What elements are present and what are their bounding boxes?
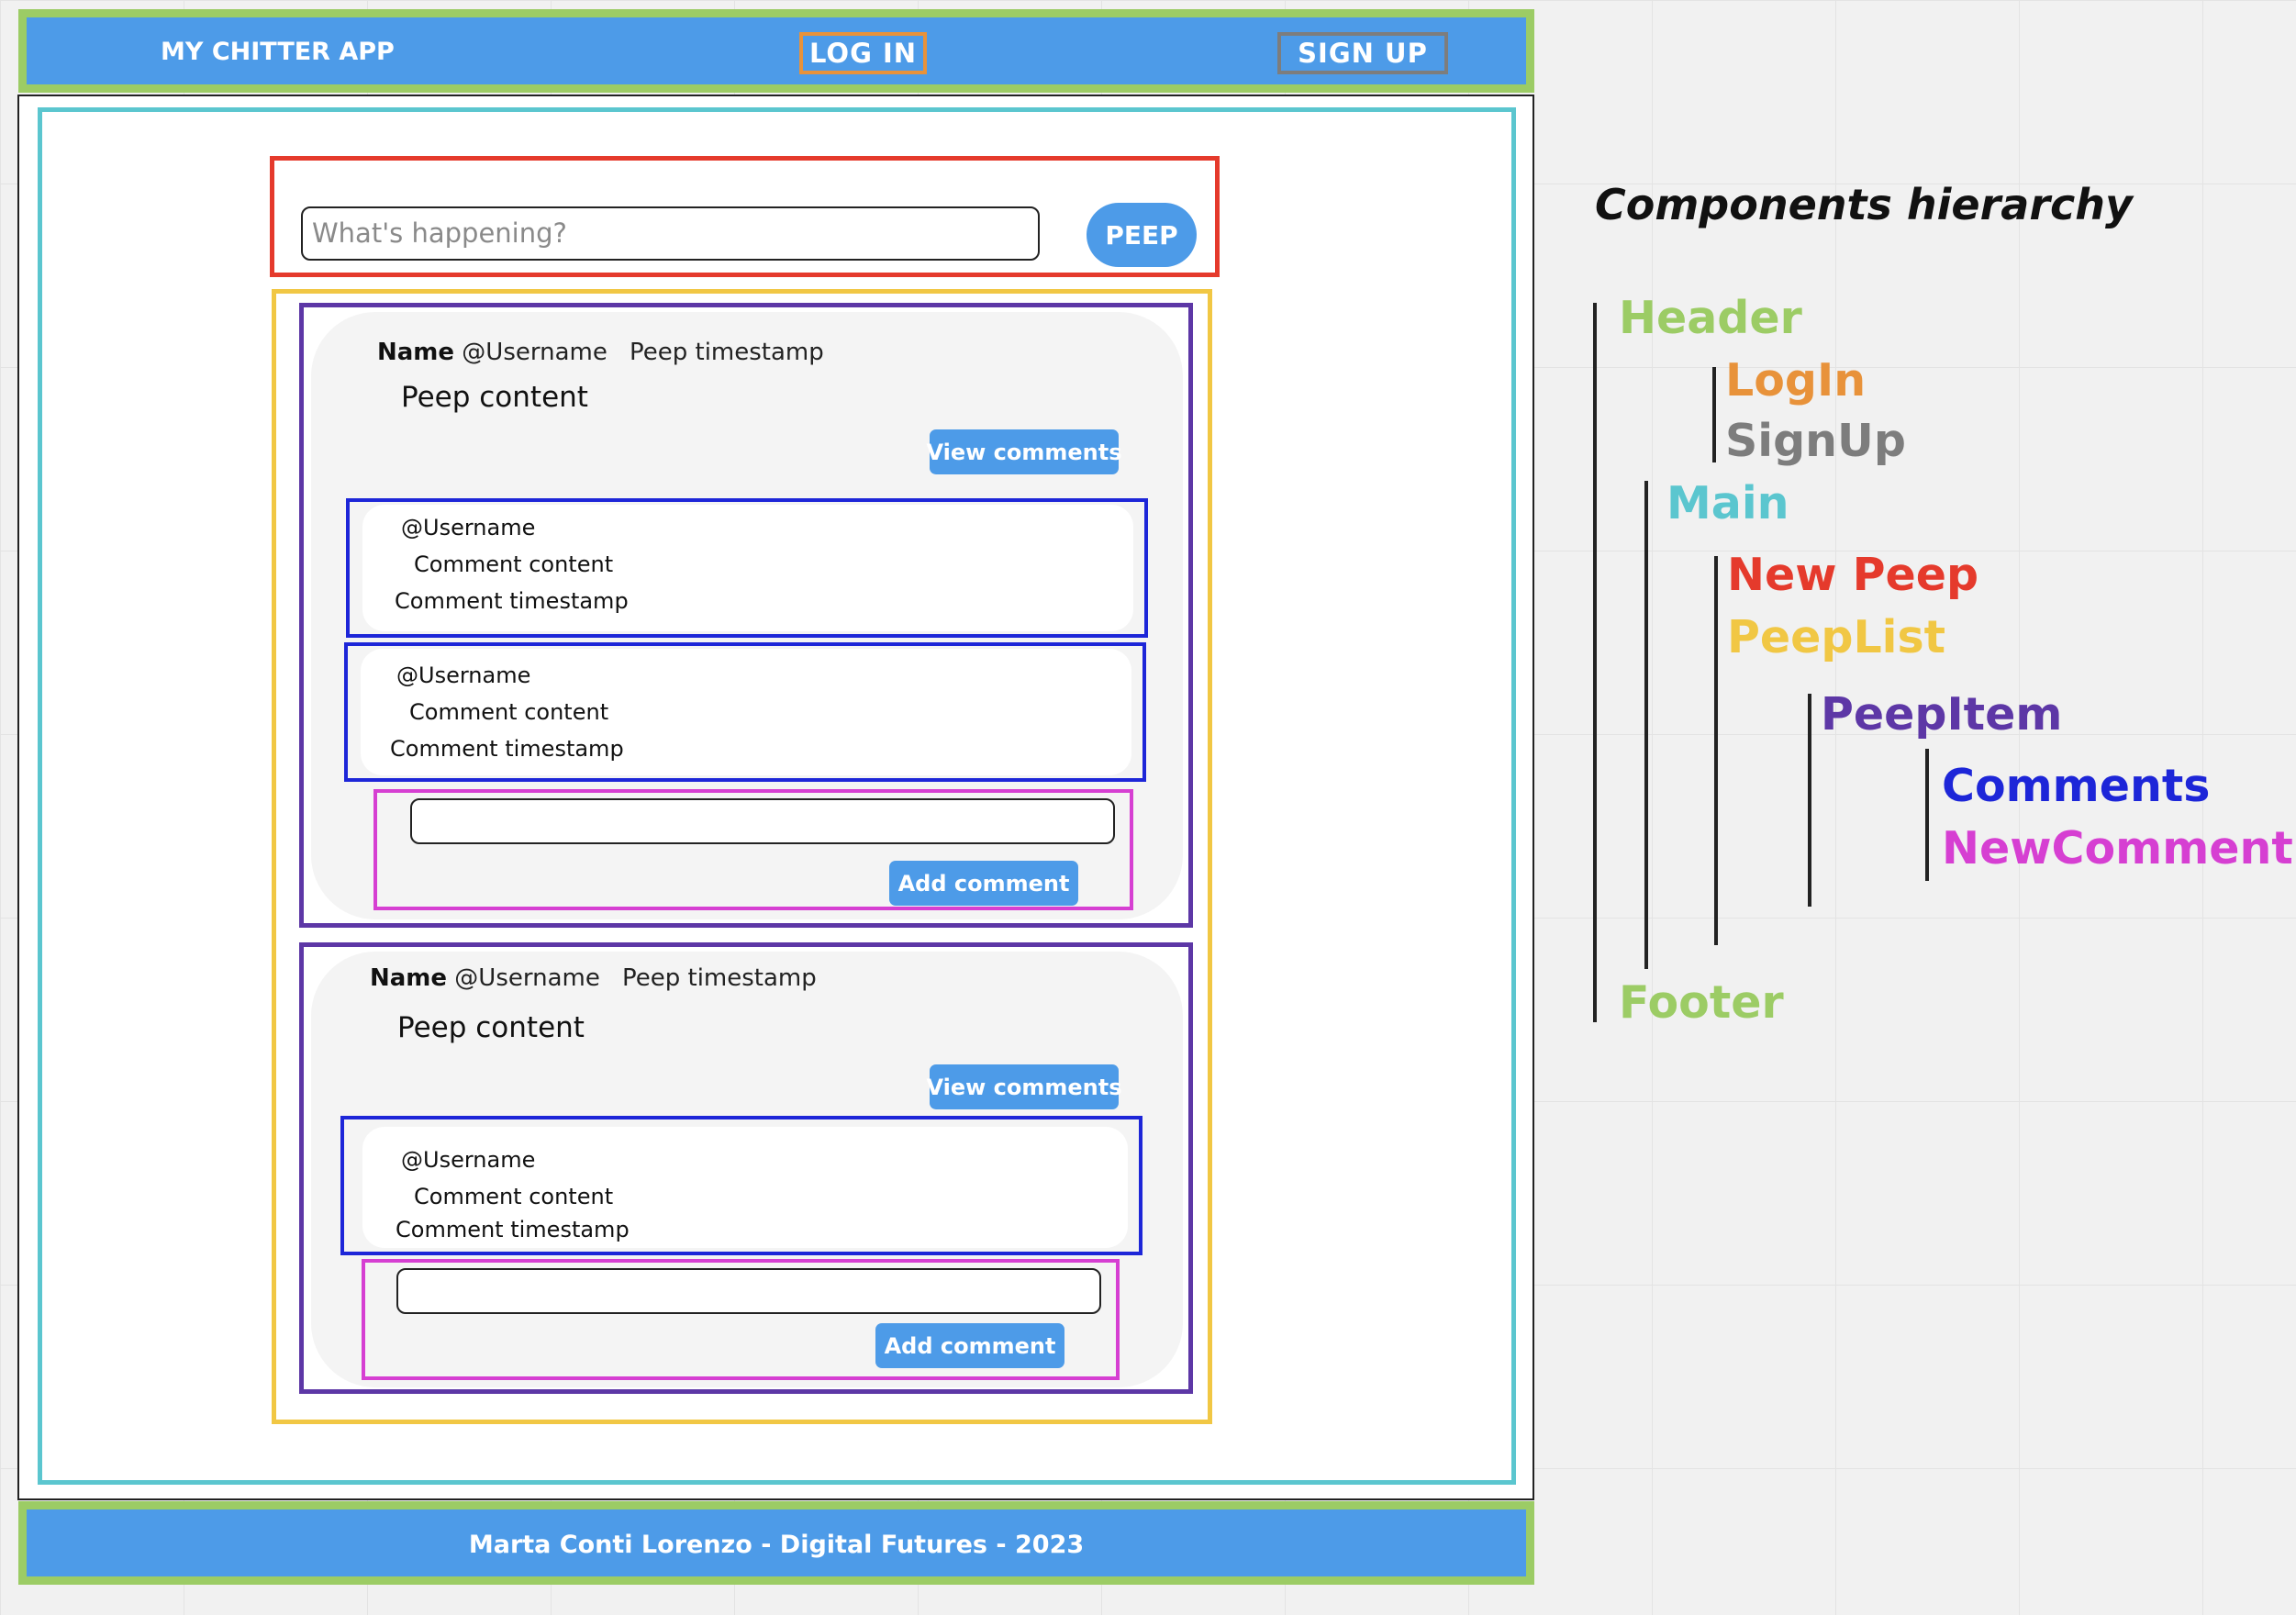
comment-timestamp: Comment timestamp — [395, 588, 629, 614]
peep-name: Name — [377, 339, 455, 366]
hierarchy-line-header — [1593, 303, 1597, 1022]
signup-label: SIGN UP — [1298, 38, 1428, 69]
comment-username: @Username — [401, 1147, 536, 1173]
comment-card — [362, 1127, 1128, 1248]
login-button[interactable]: LOG IN — [799, 32, 927, 74]
new-comment-section: Add comment — [362, 1259, 1120, 1380]
comment-card — [362, 505, 1133, 631]
legend-item-peepitem: PeepItem — [1821, 688, 2063, 741]
add-comment-button[interactable]: Add comment — [889, 861, 1078, 906]
login-label: LOG IN — [808, 38, 918, 69]
peep-content: Peep content — [401, 381, 588, 414]
new-comment-section: Add comment — [373, 789, 1133, 910]
comment-username: @Username — [396, 663, 531, 688]
legend-item-footer: Footer — [1619, 976, 1784, 1029]
legend-item-comments: Comments — [1942, 760, 2211, 812]
peep-author: Name @Username — [370, 964, 600, 992]
legend-item-signup: SignUp — [1725, 415, 1906, 467]
add-comment-label: Add comment — [897, 870, 1070, 897]
footer-text: Marta Conti Lorenzo - Digital Futures - … — [468, 1531, 1085, 1559]
legend-item-new-peep: New Peep — [1727, 549, 1979, 601]
peep-author: Name @Username — [377, 339, 607, 366]
hierarchy-line-main — [1644, 481, 1648, 969]
hierarchy-line-login — [1712, 367, 1716, 462]
peep-list — [272, 289, 1212, 1424]
comment-content: Comment content — [414, 1184, 614, 1209]
legend-item-main: Main — [1666, 477, 1789, 529]
signup-button[interactable]: SIGN UP — [1277, 32, 1448, 74]
peep-username: @Username — [454, 964, 600, 992]
comment-timestamp: Comment timestamp — [390, 736, 624, 762]
view-comments-label: View comments — [926, 439, 1122, 465]
app-title: MY CHITTER APP — [161, 38, 395, 66]
legend-item-newcomment: NewComment — [1942, 822, 2293, 874]
comment-content: Comment content — [409, 699, 609, 725]
view-comments-button[interactable]: View comments — [926, 429, 1122, 474]
comment-username: @Username — [401, 515, 536, 540]
peep-button-label: PEEP — [1105, 219, 1178, 251]
comment-item: @Username Comment content Comment timest… — [346, 498, 1148, 638]
peep-button[interactable]: PEEP — [1087, 203, 1197, 267]
comment-timestamp: Comment timestamp — [396, 1217, 630, 1242]
comment-input[interactable] — [396, 1268, 1101, 1314]
comment-item: @Username Comment content Comment timest… — [340, 1116, 1142, 1255]
legend-item-peeplist: PeepList — [1727, 611, 1946, 663]
add-comment-button[interactable]: Add comment — [875, 1323, 1064, 1368]
legend-item-login: LogIn — [1725, 354, 1867, 407]
legend-title: Components hierarchy — [1595, 180, 2134, 229]
view-comments-label: View comments — [926, 1074, 1122, 1100]
peep-username: @Username — [462, 339, 607, 366]
peep-input[interactable]: What's happening? — [301, 206, 1040, 261]
peep-input-placeholder: What's happening? — [312, 217, 567, 249]
legend-item-header: Header — [1619, 292, 1802, 344]
add-comment-label: Add comment — [884, 1332, 1056, 1359]
hierarchy-line-newpeep — [1714, 556, 1718, 945]
peep-content: Peep content — [397, 1011, 585, 1044]
comment-card — [361, 649, 1131, 775]
comment-item: @Username Comment content Comment timest… — [344, 642, 1146, 782]
comment-content: Comment content — [414, 551, 614, 577]
peep-timestamp: Peep timestamp — [622, 964, 817, 992]
peep-name: Name — [370, 964, 448, 992]
new-peep-section: What's happening? PEEP — [270, 156, 1220, 277]
hierarchy-line-comments — [1925, 749, 1929, 881]
header: MY CHITTER APP LOG IN SIGN UP — [18, 9, 1534, 93]
comment-input[interactable] — [410, 798, 1115, 844]
footer: Marta Conti Lorenzo - Digital Futures - … — [18, 1501, 1534, 1585]
hierarchy-line-peepitem — [1808, 694, 1811, 907]
view-comments-button[interactable]: View comments — [926, 1064, 1122, 1109]
peep-timestamp: Peep timestamp — [630, 339, 824, 366]
